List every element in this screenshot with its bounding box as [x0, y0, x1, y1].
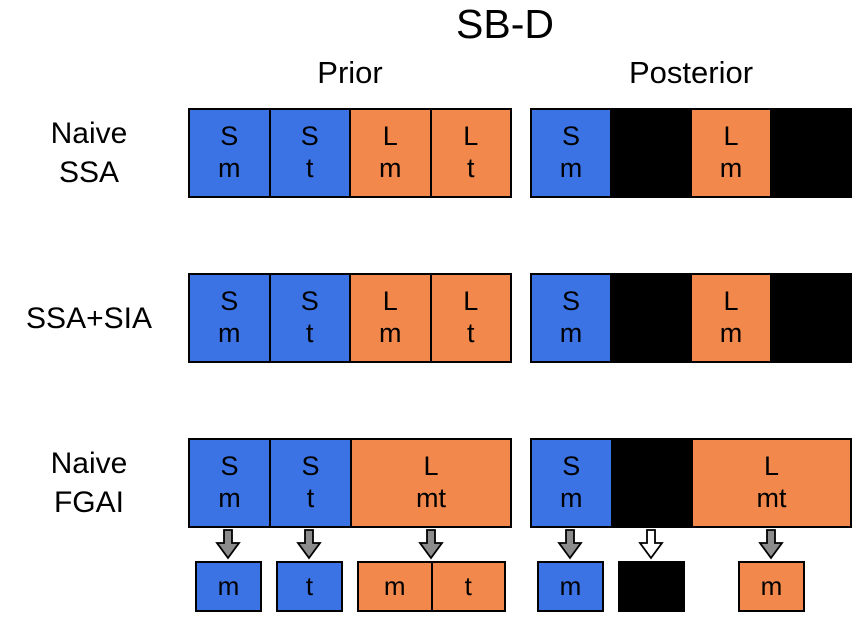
down-arrow-icon [557, 529, 583, 560]
prior-block-naive-fgai: S m S t L mt [188, 438, 512, 528]
cell: L t [429, 108, 512, 198]
breakdown-cell-pair: m t [357, 561, 506, 612]
cell [610, 273, 692, 363]
breakdown-cell: m [738, 561, 805, 612]
cell: L mt [691, 438, 852, 528]
posterior-block-naive-fgai: S m L mt [530, 438, 852, 528]
row-label-naive-ssa: Naive SSA [50, 117, 128, 189]
cell: S m [530, 438, 613, 528]
down-arrow-icon [758, 529, 784, 560]
cell [610, 108, 692, 198]
cell: L m [349, 108, 432, 198]
breakdown-cell: m [357, 561, 433, 612]
breakdown-cell: t [430, 561, 506, 612]
cell: L m [690, 108, 772, 198]
row-label-naive-fgai: Naive FGAI [50, 447, 128, 519]
cell: S t [269, 438, 352, 528]
cell: L m [349, 273, 432, 363]
down-arrow-icon [215, 529, 241, 560]
prior-block-naive-ssa: S m S t L m L t [188, 108, 512, 198]
cell: L t [429, 273, 512, 363]
cell: S t [268, 273, 351, 363]
cell: L m [690, 273, 772, 363]
column-header-prior: Prior [317, 55, 383, 90]
posterior-block-ssa-sia: S m L m [530, 273, 852, 363]
down-arrow-icon [296, 529, 322, 560]
cell [770, 108, 852, 198]
breakdown-cell: m [537, 561, 604, 612]
column-header-posterior: Posterior [628, 55, 754, 90]
row-label-ssa-sia: SSA+SIA [26, 301, 152, 335]
cell [770, 273, 852, 363]
cell: S m [530, 108, 612, 198]
breakdown-cell: m [195, 561, 262, 612]
down-arrow-white-icon [638, 529, 664, 560]
prior-block-ssa-sia: S m S t L m L t [188, 273, 512, 363]
diagram-title: SB-D [456, 1, 554, 47]
cell: S t [268, 108, 351, 198]
cell: L mt [350, 438, 512, 528]
cell: S m [530, 273, 612, 363]
cell [610, 438, 693, 528]
cell: S m [188, 273, 271, 363]
down-arrow-icon [418, 529, 444, 560]
posterior-block-naive-ssa: S m L m [530, 108, 852, 198]
cell: S m [188, 108, 271, 198]
breakdown-cell [618, 561, 685, 612]
cell: S m [188, 438, 271, 528]
breakdown-cell: t [276, 561, 343, 612]
